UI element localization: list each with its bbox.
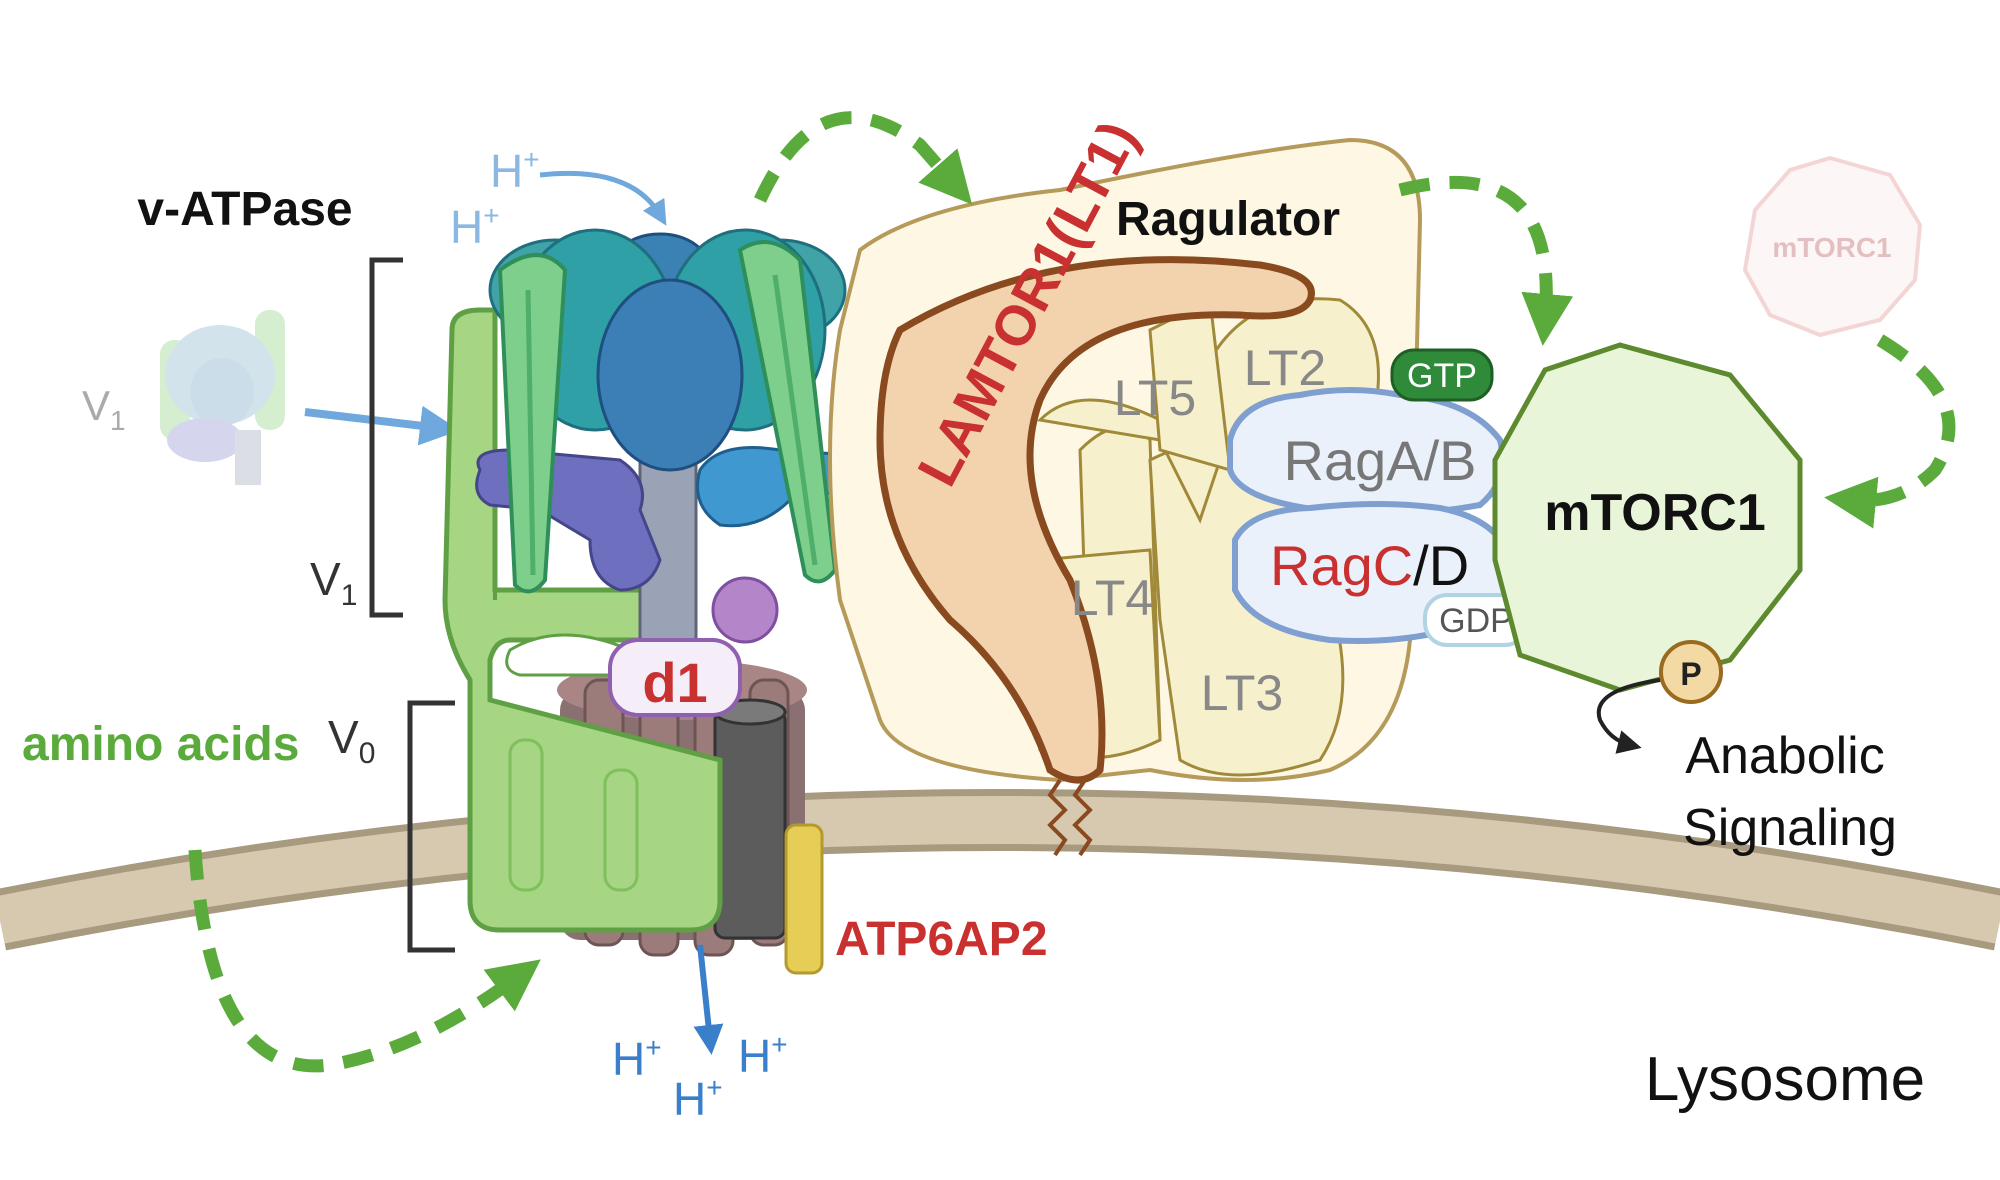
faded-v1-subunit (160, 310, 285, 485)
lamtor1-lipid-anchor (1047, 778, 1093, 857)
v-atpase-label: v-ATPase (137, 183, 352, 236)
d1-subunit: d1 (608, 638, 742, 717)
mtorc1-label: mTORC1 (1544, 484, 1766, 542)
ragulator-label: Ragulator (1116, 193, 1340, 246)
amino-acids-label: amino acids (22, 718, 299, 771)
faded-mtorc1: mTORC1 (1742, 155, 1923, 338)
anabolic-label-line2: Signaling (1683, 799, 1897, 857)
proton-exit-arrow (693, 944, 724, 1055)
lt5-label: LT5 (1114, 370, 1196, 426)
v1-peripheral-stalks (497, 240, 838, 594)
lysosome-label: Lysosome (1645, 1045, 1925, 1114)
phospho-label: P (1680, 656, 1701, 692)
rag-c-label: RagC (1270, 534, 1413, 597)
v-atpase-stator (442, 307, 723, 933)
proton-label-bottom-2: H+ (738, 1029, 788, 1082)
d1-label: d1 (642, 651, 707, 714)
anabolic-arrow (1596, 678, 1661, 754)
mtorc1-complex: mTORC1 (1492, 342, 1803, 693)
proton-label-bottom-1: H+ (612, 1032, 662, 1085)
proton-entry-arrow (539, 170, 667, 226)
rag-cd-label: RagC/D (1270, 534, 1469, 597)
v0-label: V0 (328, 711, 375, 770)
gtp-tag: GTP (1390, 348, 1494, 402)
rag-d-label: /D (1413, 534, 1469, 597)
faded-mtorc1-label: mTORC1 (1772, 232, 1891, 263)
lt3-label: LT3 (1201, 665, 1283, 721)
gdp-label: GDP (1439, 602, 1513, 640)
v0-bracket (407, 700, 455, 953)
phosphate: P (1659, 640, 1723, 704)
gtp-label: GTP (1407, 357, 1477, 395)
proton-label-top-2: H+ (450, 200, 500, 253)
lysosome-membrane (0, 789, 2000, 951)
rag-ab-label: RagA/B (1284, 429, 1477, 492)
aa-dashed-arrow-top (754, 111, 973, 205)
v1-label: V1 (310, 553, 357, 612)
purple-subunit-circle (711, 576, 779, 644)
lt4-label: LT4 (1071, 570, 1153, 626)
proton-label-top-1: H+ (490, 144, 540, 197)
proton-label-bottom-3: H+ (673, 1072, 723, 1125)
v1-faded-label: V1 (82, 382, 126, 436)
v1-purple-subunit (475, 448, 662, 592)
rag-dashed-arrow (1398, 175, 1574, 346)
anabolic-label-line1: Anabolic (1685, 727, 1884, 785)
lt2-label: LT2 (1244, 340, 1326, 396)
atp6ap2-subunit (784, 823, 824, 975)
aa-dashed-arrow-bottom (188, 849, 541, 1073)
v1-bracket (369, 257, 403, 618)
v0-gray-subunit (713, 698, 787, 940)
mtorc1-recruit-dashed-arrow (1824, 334, 1956, 529)
gdp-tag: GDP (1423, 593, 1529, 647)
atp6ap2-label: ATP6AP2 (835, 913, 1048, 966)
